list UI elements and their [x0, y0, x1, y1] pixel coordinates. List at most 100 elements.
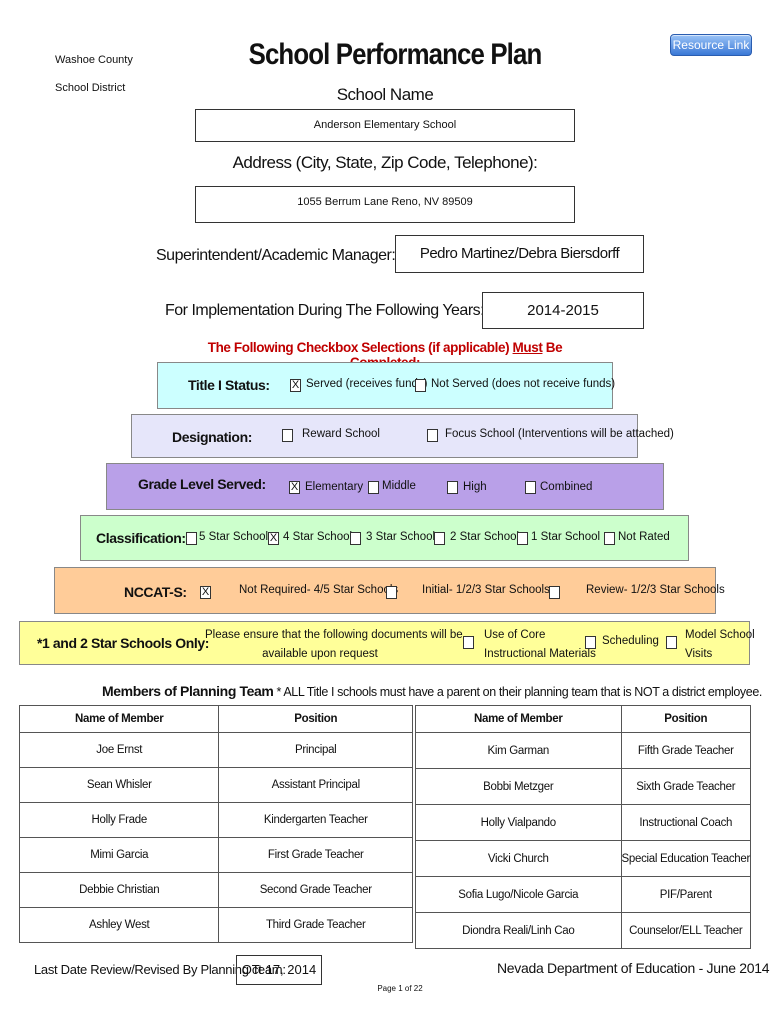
nccat-not-required-label: Not Required- 4/5 Star Schools: [239, 584, 399, 596]
scheduling-checkbox[interactable]: [585, 636, 596, 649]
one-star-label: 1 Star School: [531, 531, 601, 543]
not-rated-checkbox[interactable]: [604, 532, 615, 545]
member-name-cell[interactable]: Holly Vialpando: [415, 804, 622, 841]
planning-team-note: * ALL Title I schools must have a parent…: [273, 685, 762, 699]
focus-school-label: Focus School (Interventions will be atta…: [445, 428, 674, 440]
core-materials-line1: Use of Core: [484, 629, 546, 641]
district-name-line1: Washoe County: [55, 54, 133, 66]
combined-checkbox[interactable]: [525, 481, 536, 494]
high-label: High: [463, 481, 487, 493]
served-checkbox[interactable]: X: [290, 379, 301, 392]
five-star-label: 5 Star School: [199, 531, 269, 543]
member-name-cell[interactable]: Vicki Church: [415, 840, 622, 877]
four-star-checkbox[interactable]: X: [268, 532, 279, 545]
planning-team-heading: Members of Planning Team * ALL Title I s…: [102, 683, 762, 699]
member-name-cell[interactable]: Diondra Reali/Linh Cao: [415, 912, 622, 949]
name-column-header: Name of Member: [415, 705, 622, 733]
member-name-cell[interactable]: Sofia Lugo/Nicole Garcia: [415, 876, 622, 913]
nccat-not-required-checkbox[interactable]: X: [200, 586, 211, 599]
not-served-option-label: Not Served (does not receive funds): [431, 378, 616, 390]
high-checkbox[interactable]: [447, 481, 458, 494]
nccat-band: [54, 567, 716, 614]
member-position-cell[interactable]: Special Education Teacher: [620, 840, 752, 877]
classification-label: Classification:: [96, 530, 186, 546]
elementary-checkbox[interactable]: X: [289, 481, 300, 494]
nccat-review-checkbox[interactable]: [549, 586, 560, 599]
implementation-years-field[interactable]: 2014-2015: [482, 292, 644, 329]
model-visits-checkbox[interactable]: [666, 636, 677, 649]
superintendent-field[interactable]: Pedro Martinez/Debra Biersdorff: [395, 235, 644, 273]
one-star-checkbox[interactable]: [517, 532, 528, 545]
member-name-cell[interactable]: Kim Garman: [415, 732, 622, 769]
not-served-checkbox[interactable]: [415, 379, 426, 392]
core-materials-checkbox[interactable]: [463, 636, 474, 649]
scheduling-label: Scheduling: [602, 635, 659, 647]
superintendent-label: Superintendent/Academic Manager:: [156, 247, 396, 264]
four-star-label: 4 Star School: [283, 531, 353, 543]
district-name-line2: School District: [55, 82, 126, 94]
school-name-label: School Name: [336, 85, 434, 104]
middle-checkbox[interactable]: [368, 481, 379, 494]
focus-school-checkbox[interactable]: [427, 429, 438, 442]
member-position-cell[interactable]: PIF/Parent: [620, 876, 752, 913]
address-field[interactable]: 1055 Berrum Lane Reno, NV 89509: [195, 186, 575, 223]
member-position-cell[interactable]: Principal: [218, 732, 413, 768]
resource-link-button[interactable]: Resource Link: [670, 34, 752, 56]
member-position-cell[interactable]: First Grade Teacher: [218, 837, 413, 873]
reward-school-checkbox[interactable]: [282, 429, 293, 442]
member-position-cell[interactable]: Assistant Principal: [218, 767, 413, 803]
reward-school-label: Reward School: [302, 428, 380, 440]
grade-level-label: Grade Level Served:: [138, 476, 266, 492]
member-position-cell[interactable]: Counselor/ELL Teacher: [620, 912, 752, 949]
checkbox-notice-emphasis: Must: [512, 340, 543, 355]
three-star-checkbox[interactable]: [350, 532, 361, 545]
star12-label: *1 and 2 Star Schools Only:: [37, 635, 210, 651]
member-name-cell[interactable]: Joe Ernst: [18, 732, 220, 768]
member-name-cell[interactable]: Ashley West: [18, 907, 220, 943]
member-position-cell[interactable]: Third Grade Teacher: [218, 907, 413, 943]
star12-note-line1: Please ensure that the following documen…: [205, 629, 463, 641]
model-visits-label: Model School Visits: [685, 626, 755, 664]
member-name-cell[interactable]: Mimi Garcia: [18, 837, 220, 873]
member-name-cell[interactable]: Debbie Christian: [18, 872, 220, 908]
member-position-cell[interactable]: Instructional Coach: [620, 804, 752, 841]
member-position-cell[interactable]: Sixth Grade Teacher: [620, 768, 752, 805]
member-name-cell[interactable]: Sean Whisler: [18, 767, 220, 803]
page-title: School Performance Plan: [248, 38, 543, 71]
member-name-cell[interactable]: Holly Frade: [18, 802, 220, 838]
last-review-date-field[interactable]: Oct 17, 2014: [236, 955, 322, 985]
name-column-header: Name of Member: [18, 705, 220, 733]
grade-level-band: [106, 463, 664, 510]
planning-team-title: Members of Planning Team: [102, 683, 274, 699]
member-position-cell[interactable]: Kindergarten Teacher: [218, 802, 413, 838]
nccat-initial-checkbox[interactable]: [386, 586, 397, 599]
title1-status-label: Title I Status:: [188, 377, 270, 393]
five-star-checkbox[interactable]: [186, 532, 197, 545]
model-visits-line2: Visits: [685, 648, 713, 660]
combined-label: Combined: [540, 481, 593, 493]
star12-note: Please ensure that the following documen…: [205, 626, 463, 664]
not-rated-label: Not Rated: [618, 531, 670, 543]
position-column-header: Position: [620, 705, 752, 733]
school-name-field[interactable]: Anderson Elementary School: [195, 109, 575, 142]
star12-note-line2: available upon request: [262, 648, 378, 660]
member-position-cell[interactable]: Second Grade Teacher: [218, 872, 413, 908]
address-label: Address (City, State, Zip Code, Telephon…: [232, 153, 538, 172]
nccat-initial-label: Initial- 1/2/3 Star Schools: [422, 584, 550, 596]
middle-label: Middle: [382, 480, 416, 492]
designation-band: [131, 414, 638, 458]
member-name-cell[interactable]: Bobbi Metzger: [415, 768, 622, 805]
served-option-label: Served (receives funds): [306, 378, 428, 390]
member-position-cell[interactable]: Fifth Grade Teacher: [620, 732, 752, 769]
two-star-checkbox[interactable]: [434, 532, 445, 545]
